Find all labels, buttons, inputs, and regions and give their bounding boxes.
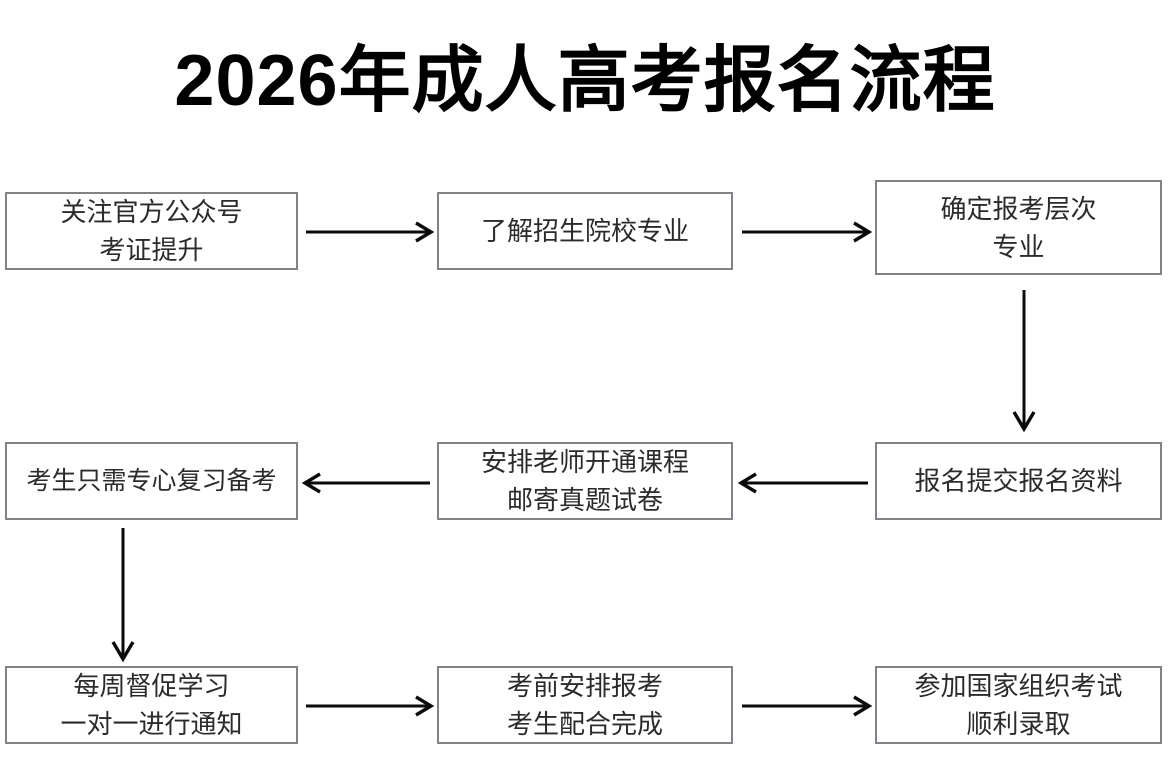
flow-node-take-exam-admitted[interactable]: 参加国家组织考试 顺利录取 (875, 666, 1162, 744)
arrow-n5-to-n4 (301, 472, 430, 494)
arrow-n3-to-n6 (1012, 290, 1036, 433)
flow-node-learn-schools-majors[interactable]: 了解招生院校专业 (437, 192, 733, 270)
flow-node-line: 关注官方公众号 (60, 197, 243, 227)
flow-node-line: 邮寄真题试卷 (506, 485, 663, 515)
flow-node-line: 每周督促学习 (73, 671, 230, 701)
flow-node-line: 参加国家组织考试 (914, 671, 1123, 701)
flow-node-line: 顺利录取 (966, 709, 1071, 739)
arrow-n7-to-n8 (306, 695, 435, 717)
flow-node-line: 安排老师开通课程 (480, 447, 689, 477)
flow-node-line: 了解招生院校专业 (480, 216, 689, 246)
flow-node-weekly-supervision[interactable]: 每周督促学习 一对一进行通知 (5, 666, 298, 744)
flow-node-line: 考生配合完成 (506, 709, 663, 739)
flow-node-submit-application[interactable]: 报名提交报名资料 (875, 442, 1162, 520)
flow-node-line: 考生只需专心复习备考 (26, 467, 277, 495)
page-title: 2026年成人高考报名流程 (174, 41, 996, 121)
flow-node-follow-official-account[interactable]: 关注官方公众号 考证提升 (5, 192, 298, 270)
flow-node-focus-on-review[interactable]: 考生只需专心复习备考 (5, 442, 298, 520)
flow-node-line: 专业 (992, 231, 1045, 262)
arrow-n1-to-n2 (306, 221, 435, 243)
arrow-n2-to-n3 (742, 221, 873, 243)
arrow-n4-to-n7 (111, 528, 135, 663)
flow-node-line: 确定报考层次 (940, 193, 1097, 224)
flow-node-pre-exam-arrangement[interactable]: 考前安排报考 考生配合完成 (437, 666, 733, 744)
arrow-n8-to-n9 (742, 695, 873, 717)
flow-node-line: 考证提升 (99, 235, 204, 265)
flow-node-line: 一对一进行通知 (60, 709, 243, 739)
flow-node-line: 考前安排报考 (506, 671, 663, 701)
flow-node-teacher-opens-course[interactable]: 安排老师开通课程 邮寄真题试卷 (437, 442, 733, 520)
flow-node-confirm-level-major[interactable]: 确定报考层次 专业 (875, 180, 1162, 275)
flow-node-line: 报名提交报名资料 (914, 466, 1123, 496)
arrow-n6-to-n5 (737, 472, 868, 494)
